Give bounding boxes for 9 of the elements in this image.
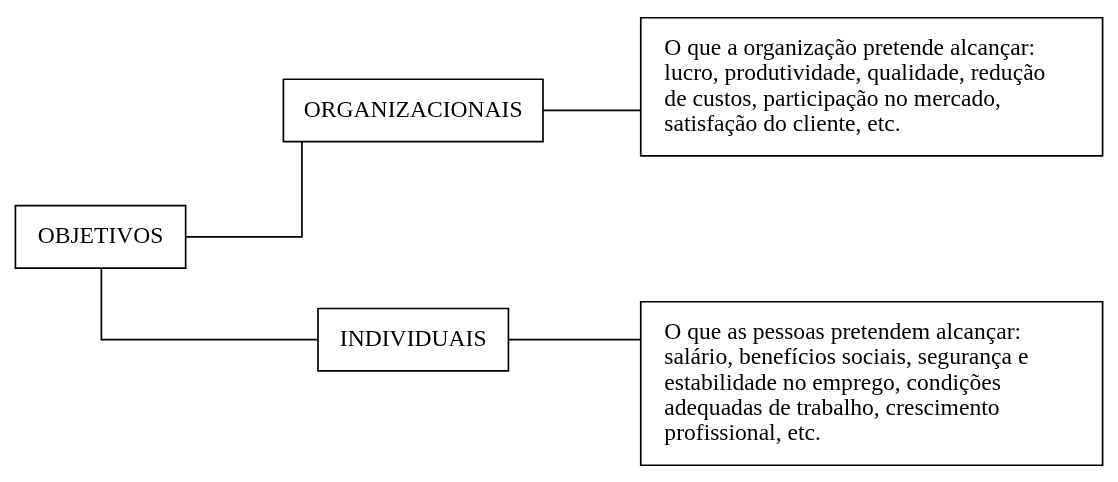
- node-box: O que a organização pretende alcançar: lucro, produtividade, qualidade, redução de custos, participação no mercado, satisfação do cliente, etc.: [639, 16, 1104, 157]
- connector: [542, 109, 642, 111]
- node-box: O que as pessoas pretendem alcançar: salário, benefícios sociais, segurança e estabilidade no emprego, condições adequadas de trabalho, crescimento profissional, etc.: [639, 300, 1104, 466]
- connector: [507, 338, 642, 341]
- node-box: INDIVIDUAIS: [317, 307, 510, 372]
- node-box: OBJETIVOS: [14, 204, 187, 269]
- connector: [185, 140, 303, 238]
- node-box: ORGANIZACIONAIS: [282, 77, 544, 142]
- connector: [100, 266, 319, 341]
